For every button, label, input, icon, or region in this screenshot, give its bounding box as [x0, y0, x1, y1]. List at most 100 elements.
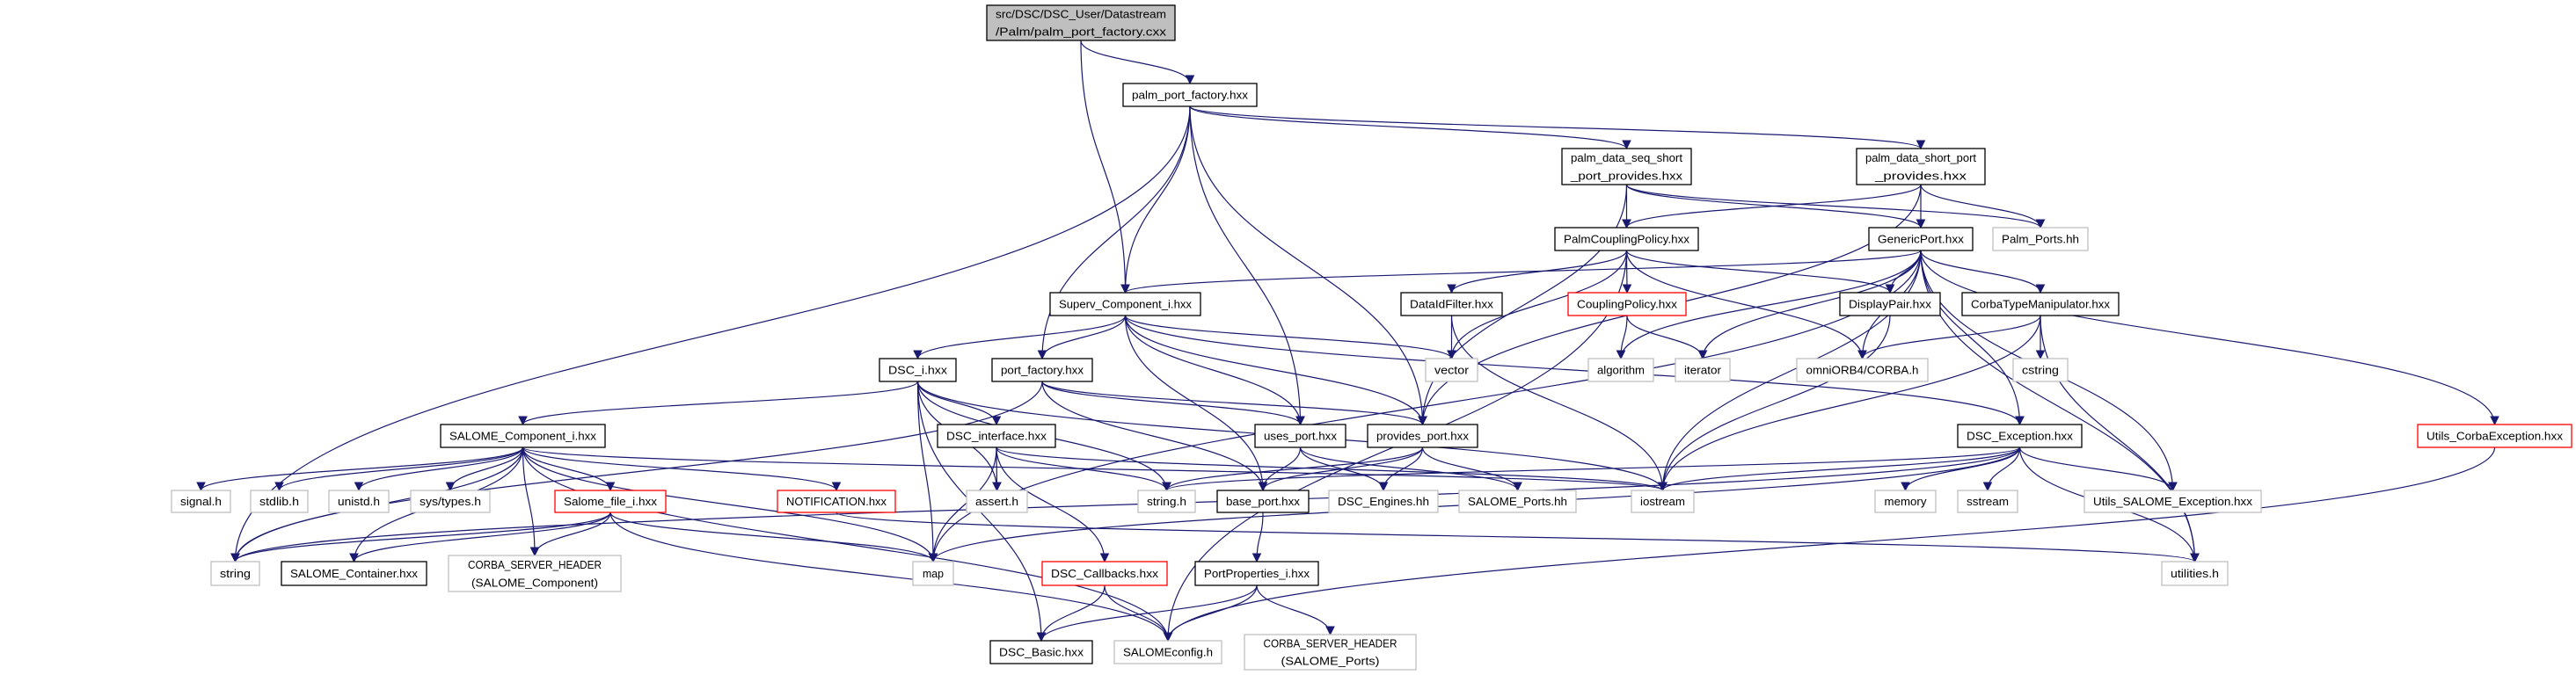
graph-node-pf[interactable]: port_factory.hxx [991, 358, 1093, 382]
node-box [1122, 83, 1258, 107]
graph-node-notif[interactable]: NOTIFICATION.hxx [777, 490, 896, 513]
graph-node-utilities: utilities.h [2161, 561, 2229, 586]
graph-node-ppi[interactable]: PortProperties_i.hxx [1194, 561, 1319, 586]
node-box [2012, 358, 2069, 382]
node-label: (SALOME_Component) [471, 576, 598, 589]
node-label: _port_provides.hxx [1570, 169, 1683, 182]
edge-callbacks-to-basic [1036, 584, 1106, 642]
node-box [2083, 490, 2262, 513]
graph-node-superv[interactable]: Superv_Component_i.hxx [1049, 292, 1201, 316]
graph-node-pdssp[interactable]: palm_data_seq_short_port_provides.hxx [1561, 148, 1692, 185]
edge-sfi-to-map [609, 512, 938, 563]
node-label: (SALOME_Ports) [1281, 655, 1380, 668]
node-box [1961, 292, 2120, 316]
node-label: omniORB4/CORBA.h [1806, 364, 1919, 377]
edge-provides-to-engines [1378, 446, 1424, 492]
node-label: utilities.h [2171, 567, 2219, 580]
edge-ppi-to-csh_ports [1256, 584, 1335, 636]
graph-node-iterator: iterator [1675, 358, 1731, 382]
node-box [210, 561, 260, 586]
edge-dsci-to-sci [518, 381, 919, 426]
edge-sfi-to-salconfig [609, 512, 1173, 642]
graph-node-callbacks[interactable]: DSC_Callbacks.hxx [1041, 561, 1168, 586]
node-box [1554, 227, 1699, 251]
graph-node-dscexc[interactable]: DSC_Exception.hxx [1957, 424, 2083, 448]
graph-node-uses[interactable]: uses_port.hxx [1254, 424, 1346, 448]
graph-node-omni: omniORB4/CORBA.h [1796, 358, 1929, 382]
graph-node-sfi[interactable]: Salome_file_i.hxx [554, 490, 667, 513]
node-box [1561, 148, 1692, 185]
edge-sfi-to-container [349, 512, 611, 563]
node-box [879, 358, 957, 382]
node-label: SALOME_Component_i.hxx [449, 430, 597, 443]
graph-node-pcp[interactable]: PalmCouplingPolicy.hxx [1554, 227, 1699, 251]
edge-superv-to-dsci [913, 315, 1127, 360]
graph-node-engines: DSC_Engines.hh [1328, 490, 1439, 513]
graph-node-ctm[interactable]: CorbaTypeManipulator.hxx [1961, 292, 2120, 316]
graph-node-utilsce[interactable]: Utils_CorbaException.hxx [2417, 424, 2572, 448]
edge-ppf-to-uses [1189, 105, 1305, 426]
graph-node-palmports: Palm_Ports.hh [1992, 227, 2089, 251]
graph-node-dif[interactable]: DataIdFilter.hxx [1400, 292, 1503, 316]
node-label: memory [1885, 495, 1928, 508]
node-label: map [923, 567, 944, 580]
graph-node-sstream: sstream [1957, 490, 2018, 513]
graph-node-salconfig: SALOMEconfig.h [1113, 640, 1222, 664]
node-label: Superv_Component_i.hxx [1059, 298, 1192, 311]
graph-node-cp[interactable]: CouplingPolicy.hxx [1567, 292, 1687, 316]
graph-node-unistd: unistd.h [328, 490, 390, 513]
node-box [250, 490, 309, 513]
graph-node-baseport[interactable]: base_port.hxx [1216, 490, 1310, 513]
node-label: sys/types.h [420, 495, 481, 508]
node-box [410, 490, 491, 513]
node-label: DisplayPair.hxx [1849, 298, 1932, 311]
edge-sci-to-iostream [522, 446, 1667, 492]
graph-node-gp[interactable]: GenericPort.hxx [1868, 227, 1974, 251]
graph-node-provides[interactable]: provides_port.hxx [1367, 424, 1478, 448]
graph-node-asserth: assert.h [966, 490, 1028, 513]
edge-uses-to-salports [1299, 446, 1522, 492]
graph-node-string: string [210, 561, 260, 586]
node-box [1194, 561, 1319, 586]
graph-node-dp[interactable]: DisplayPair.hxx [1839, 292, 1941, 316]
node-box [1631, 490, 1695, 513]
graph-node-salports: SALOME_Ports.hh [1458, 490, 1577, 513]
nodes-layer: src/DSC/DSC_User/Datastream/Palm/palm_po… [171, 4, 2572, 671]
node-label: SALOME_Ports.hh [1468, 495, 1567, 508]
node-label: NOTIFICATION.hxx [786, 495, 887, 508]
node-box [1587, 358, 1654, 382]
graph-node-stringh: string.h [1137, 490, 1196, 513]
edge-superv-to-provides [1124, 315, 1427, 426]
node-label: stdlib.h [259, 495, 299, 508]
edge-gp-to-superv [1120, 250, 1922, 294]
graph-node-pdsp[interactable]: palm_data_short_port_provides.hxx [1856, 148, 1986, 185]
graph-node-dsci[interactable]: DSC_i.hxx [879, 358, 957, 382]
graph-node-dscif[interactable]: DSC_interface.hxx [937, 424, 1056, 448]
graph-node-basic[interactable]: DSC_Basic.hxx [989, 640, 1093, 664]
edge-ppi-to-salconfig [1163, 584, 1258, 642]
node-box [912, 561, 954, 586]
node-label: palm_port_factory.hxx [1132, 89, 1249, 102]
node-label: Utils_CorbaException.hxx [2426, 430, 2564, 443]
graph-node-ppf[interactable]: palm_port_factory.hxx [1122, 83, 1258, 107]
graph-node-usexc: Utils_SALOME_Exception.hxx [2083, 490, 2262, 513]
node-label: assert.h [975, 495, 1018, 508]
node-box [1041, 561, 1168, 586]
edge-dscexc-to-stringh [1162, 446, 2021, 492]
graph-node-csh_ports: CORBA_SERVER_HEADER(SALOME_Ports) [1244, 634, 1417, 671]
graph-node-cstring: cstring [2012, 358, 2069, 382]
node-label: DSC_Exception.hxx [1967, 430, 2074, 443]
node-box [1216, 490, 1310, 513]
graph-node-container[interactable]: SALOME_Container.hxx [281, 561, 427, 586]
edge-sci-to-salconfig [522, 446, 1173, 642]
node-box [328, 490, 390, 513]
node-box [1049, 292, 1201, 316]
node-label: Palm_Ports.hh [2002, 233, 2079, 246]
edge-dscexc-to-iostream [1658, 446, 2021, 492]
edge-baseport-to-ppi [1252, 512, 1264, 563]
edge-dscexc-to-sstream [1982, 446, 2021, 492]
node-box [1957, 490, 2018, 513]
graph-node-sci[interactable]: SALOME_Component_i.hxx [440, 424, 606, 448]
node-label: algorithm [1597, 364, 1645, 377]
graph-node-root: src/DSC/DSC_User/Datastream/Palm/palm_po… [986, 4, 1176, 41]
